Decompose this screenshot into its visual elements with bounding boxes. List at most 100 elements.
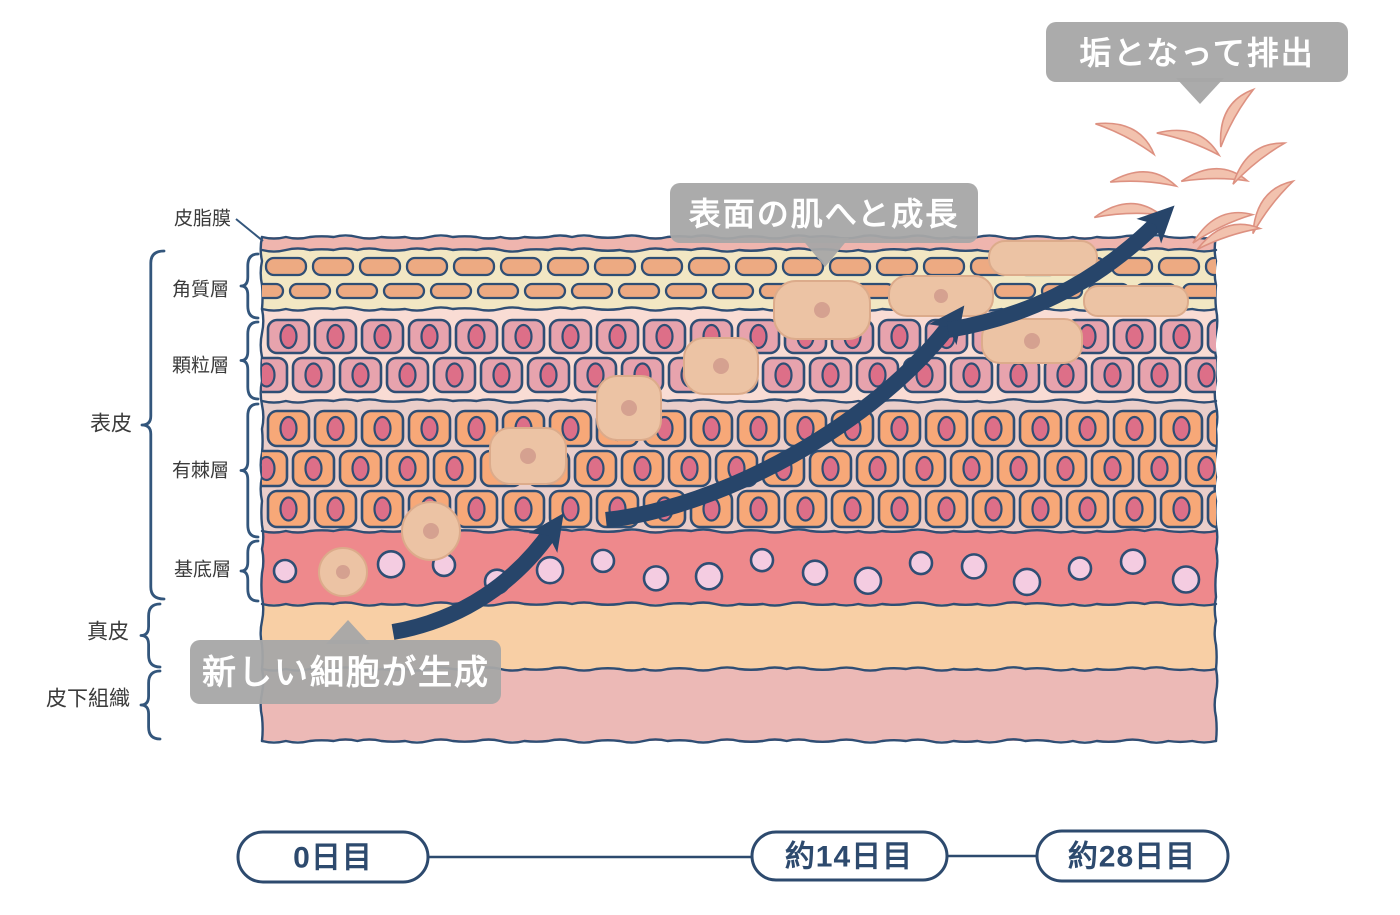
timeline-day0-label: 0日目 — [293, 842, 373, 875]
layer-boundary-line — [260, 601, 1218, 607]
brace-epidermis — [140, 249, 166, 601]
cell-nucleus — [937, 496, 956, 522]
migrating-cell-nucleus — [621, 400, 637, 416]
basal-cell — [1012, 567, 1042, 597]
turnover-arrows — [391, 205, 1175, 640]
cell-nucleus — [561, 323, 580, 350]
basal-cell — [853, 566, 883, 596]
skin-cell — [1204, 256, 1216, 277]
skin-cell — [382, 282, 426, 300]
turnover-arrow-1 — [391, 513, 564, 640]
cell-nucleus — [561, 496, 580, 522]
skin-cell — [711, 282, 755, 300]
cell-nucleus — [1221, 417, 1237, 440]
label-subcutaneous-tissue: 皮下組織 — [46, 688, 130, 711]
cell-nucleus — [1125, 415, 1144, 442]
brace-dermis — [139, 602, 162, 669]
cell-nucleus — [326, 323, 345, 350]
cell-nucleus — [279, 415, 298, 442]
cell-nucleus — [304, 362, 323, 388]
migrating-cell-nucleus — [814, 302, 830, 318]
basal-cell — [694, 562, 724, 591]
cell-nucleus — [821, 362, 840, 388]
skin-cell — [922, 256, 966, 277]
cell-nucleus — [868, 455, 887, 482]
skin-flake — [1252, 179, 1296, 235]
skin-cell — [734, 256, 778, 277]
cell-nucleus — [467, 323, 486, 350]
callout-generate-pointer — [326, 620, 370, 644]
cell-nucleus — [1197, 362, 1216, 388]
cell-nucleus — [655, 323, 674, 350]
callout-grow: 表面の肌へと成長 — [670, 183, 978, 267]
callout-shed: 垢となって排出 — [1046, 22, 1348, 104]
callout-shed-pointer — [1176, 78, 1224, 104]
skin-cell — [570, 282, 614, 300]
cell-nucleus — [514, 323, 533, 350]
migrating-cell-nucleus — [934, 289, 948, 303]
brace-stratum-corneum — [239, 252, 260, 320]
cell-nucleus — [890, 323, 909, 350]
cell-nucleus — [1221, 325, 1237, 348]
skin-flake — [1219, 87, 1256, 148]
cell-nucleus — [796, 496, 815, 522]
migrating-cell-nucleus — [520, 448, 536, 464]
brace-spinous-layer — [239, 402, 260, 539]
callout-shed-text: 垢となって排出 — [1079, 35, 1314, 71]
cell-nucleus — [262, 455, 276, 482]
callout-shed-bubble — [1046, 22, 1348, 82]
cell-nucleus — [373, 496, 392, 522]
brace-basal-layer — [239, 539, 260, 603]
cell-nucleus — [420, 323, 439, 350]
skin-cell — [687, 256, 731, 277]
layer-boundary-line — [260, 738, 1218, 744]
skin-cell — [875, 256, 919, 277]
basal-cell — [642, 565, 670, 592]
cell-nucleus — [937, 415, 956, 442]
cell-nucleus — [1078, 496, 1097, 522]
cell-nucleus — [351, 455, 370, 482]
cell-nucleus — [539, 362, 558, 388]
cell-nucleus — [962, 362, 981, 388]
cell-nucleus — [749, 415, 768, 442]
skin-cell — [1157, 256, 1201, 277]
skin-cell — [640, 256, 684, 277]
cell-nucleus — [373, 323, 392, 350]
skin-cell — [358, 256, 402, 277]
cell-nucleus — [492, 362, 511, 388]
cell-nucleus — [890, 415, 909, 442]
migrating-cell-nucleus — [1024, 333, 1040, 349]
skin-cell — [262, 282, 285, 300]
cell-nucleus — [326, 496, 345, 522]
label-epidermis: 表皮 — [90, 413, 132, 436]
skin-cell — [993, 282, 1037, 300]
layer-boundary-line — [260, 306, 1218, 312]
skin-flake — [1196, 223, 1263, 251]
cell-nucleus — [445, 455, 464, 482]
cell-nucleus — [843, 496, 862, 522]
basal-cell — [801, 559, 829, 586]
skin-cell — [476, 282, 520, 300]
cell-nucleus — [467, 496, 486, 522]
timeline-day28-label: 約28日目 — [1068, 841, 1196, 874]
cell-nucleus — [702, 415, 721, 442]
cell-nucleus — [1056, 455, 1075, 482]
timeline-day14-pill — [750, 830, 949, 882]
label-sebum-film: 皮脂膜 — [174, 208, 231, 230]
cell-nucleus — [1150, 455, 1169, 482]
cell-nucleus — [398, 455, 417, 482]
callout-generate-bubble — [190, 640, 501, 704]
skin-cell — [429, 282, 473, 300]
cell-nucleus — [561, 415, 580, 442]
cell-nucleus — [279, 323, 298, 350]
cell-nucleus — [774, 362, 793, 388]
cell-nucleus — [1172, 496, 1191, 522]
cell-nucleus — [868, 362, 887, 388]
turnover-arrow-3 — [946, 205, 1175, 338]
skin-cell — [288, 282, 332, 300]
cell-nucleus — [279, 496, 298, 522]
band-sebum-film — [262, 237, 1216, 250]
migrating-cells — [318, 240, 1189, 597]
skin-flake — [1156, 129, 1222, 158]
